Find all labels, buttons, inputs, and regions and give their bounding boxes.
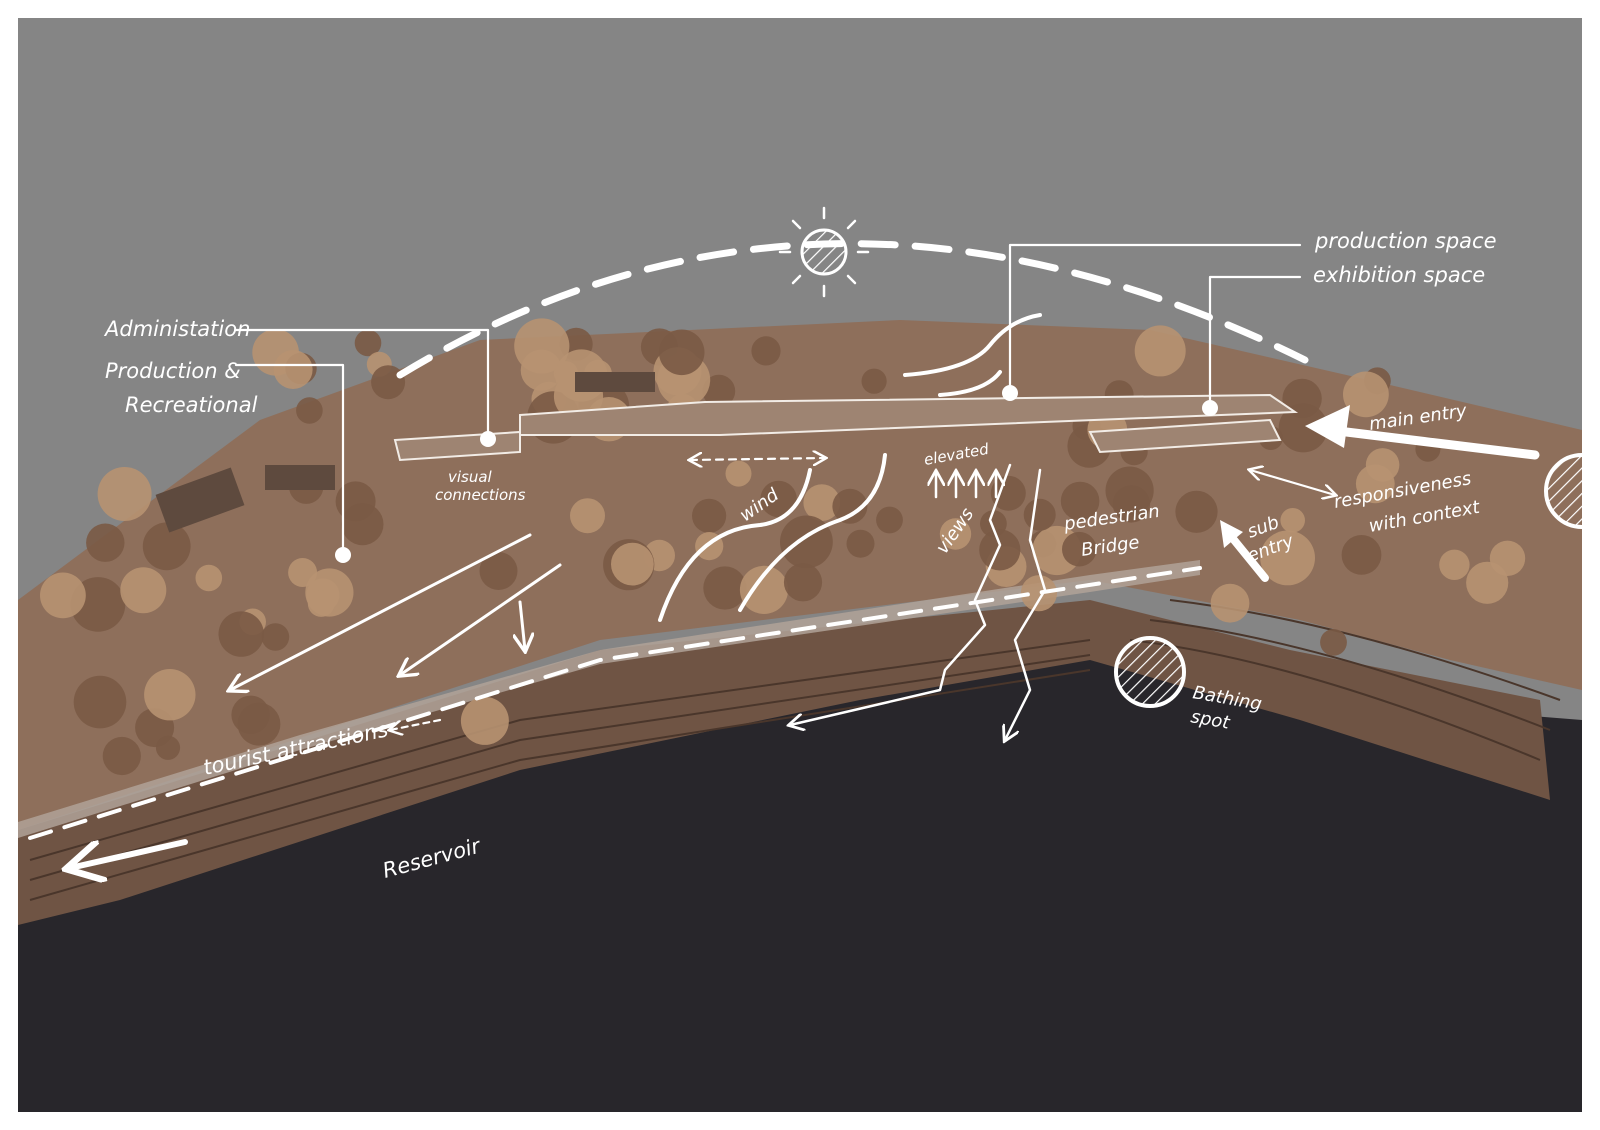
tree	[702, 374, 736, 408]
label-administration: Administation	[103, 317, 250, 341]
road-dash-line	[28, 566, 1202, 840]
visual-connection-arrow	[690, 458, 825, 460]
tree	[783, 563, 823, 602]
tree	[1343, 371, 1389, 418]
tree	[296, 397, 323, 424]
tourist-arrow	[390, 718, 442, 730]
hatched-circle-icon-edge	[1544, 453, 1583, 529]
tree	[803, 484, 841, 521]
tree	[570, 498, 605, 534]
tree	[307, 590, 335, 617]
tree	[97, 467, 152, 521]
wind-flows	[658, 313, 1042, 622]
tree	[979, 529, 1021, 571]
label-production-recreational-1: Production &	[105, 359, 241, 383]
main-entry-arrowhead	[1305, 405, 1350, 448]
tree	[1060, 481, 1100, 521]
tree	[102, 736, 141, 776]
site-arrow-1	[230, 533, 532, 690]
tree	[237, 702, 281, 746]
tree	[1175, 490, 1218, 533]
responsiveness-arrow	[1250, 470, 1335, 495]
tree	[846, 529, 875, 558]
tree	[1280, 508, 1305, 533]
sub-entry-arrowhead	[1220, 520, 1243, 548]
tree	[1355, 464, 1395, 504]
tree	[218, 611, 264, 657]
tree	[73, 675, 127, 729]
tree	[703, 566, 747, 610]
tree	[1020, 575, 1057, 612]
tree	[40, 572, 86, 619]
tree	[939, 518, 972, 550]
label-production-recreational-2: Recreational	[125, 393, 258, 417]
tree	[1489, 540, 1526, 576]
tree	[832, 488, 868, 524]
down-arrow	[520, 600, 525, 650]
view-lines	[790, 463, 1047, 740]
tree	[1134, 325, 1186, 377]
movement-arrows	[28, 405, 1540, 868]
tree	[514, 318, 570, 374]
elevated-arrows	[936, 472, 996, 499]
label-visual-connections-1: visual	[448, 468, 493, 486]
tree	[1105, 466, 1154, 515]
tree	[611, 542, 654, 586]
tree	[692, 498, 727, 533]
tree	[861, 368, 887, 394]
label-exhibition-space: exhibition space	[1313, 263, 1485, 287]
tree	[86, 523, 125, 562]
tree	[354, 329, 382, 357]
sun-icon	[778, 206, 870, 298]
tree	[261, 623, 290, 651]
tree	[1062, 531, 1097, 567]
tree	[760, 480, 797, 518]
tree	[658, 329, 705, 376]
building-roof	[393, 393, 1299, 462]
tree	[1023, 498, 1056, 531]
label-visual-connections-2: connections	[435, 486, 526, 504]
tree	[460, 696, 509, 745]
tree	[780, 515, 833, 569]
tree	[751, 336, 781, 366]
exit-arrow	[70, 839, 188, 868]
building-blocks	[155, 372, 655, 533]
tree	[341, 503, 384, 546]
hatched-circle-icon	[1114, 636, 1186, 708]
label-production-space: production space	[1314, 229, 1497, 253]
tree	[1278, 403, 1328, 453]
tree	[876, 506, 903, 534]
tree	[155, 735, 181, 760]
tree	[1260, 530, 1315, 586]
tree	[144, 669, 196, 721]
main-entry-arrow	[1325, 425, 1540, 460]
sub-entry-arrow	[1226, 531, 1269, 582]
leader-lines	[234, 243, 1302, 550]
tree	[1320, 629, 1347, 656]
tree	[479, 552, 518, 590]
tree	[120, 567, 167, 614]
leader-dots	[335, 385, 1218, 563]
tree	[371, 365, 406, 400]
model-photo	[18, 18, 1582, 1112]
tree	[1439, 549, 1470, 580]
tree	[142, 522, 191, 571]
tree	[1210, 583, 1250, 623]
tree	[1341, 535, 1382, 575]
tree	[273, 350, 313, 389]
tree	[725, 460, 752, 487]
reservoir-water	[18, 650, 1582, 1112]
tree	[195, 564, 223, 592]
tree	[739, 565, 789, 615]
site-arrow-2	[400, 563, 562, 675]
